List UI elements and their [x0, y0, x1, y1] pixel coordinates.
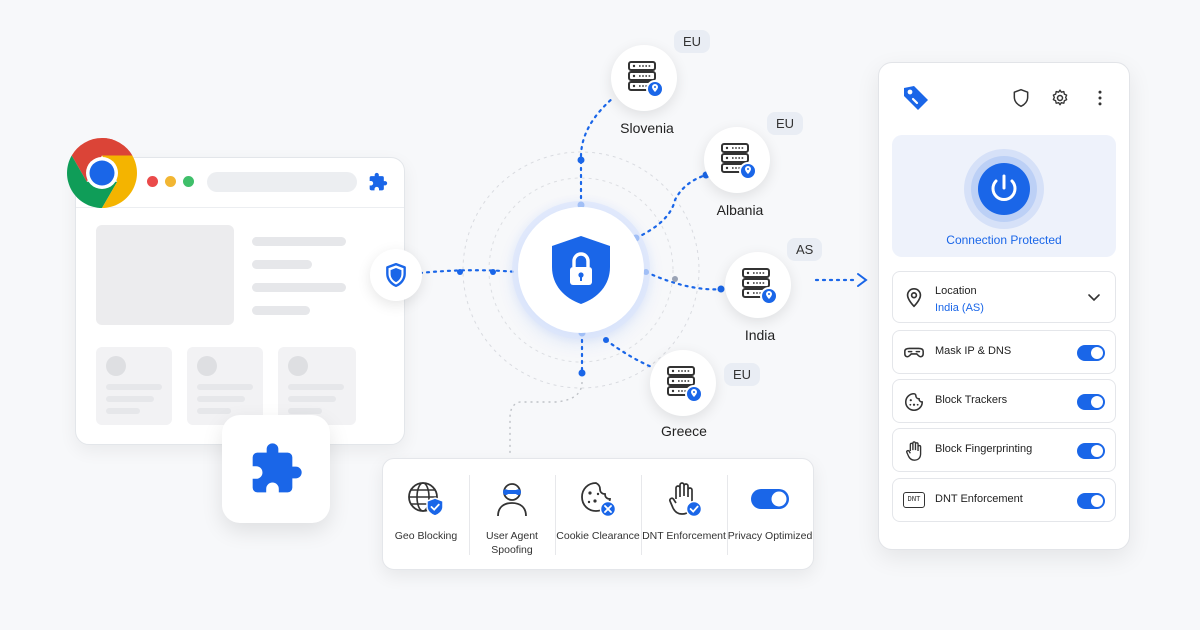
region-badge-india: AS — [787, 238, 823, 261]
feature-label: Cookie Clearance — [556, 530, 640, 542]
block-fingerprinting-toggle[interactable] — [1077, 443, 1105, 459]
toggle-row-block-trackers: Block Trackers — [892, 379, 1116, 423]
region-badge-albania: EU — [767, 112, 804, 135]
content-placeholder-line — [252, 306, 310, 315]
card-avatar — [288, 356, 308, 376]
chrome-logo-icon — [67, 138, 137, 208]
toggle-row-mask-ip: Mask IP & DNS — [892, 330, 1116, 374]
cookie-icon — [904, 392, 924, 412]
content-placeholder-line — [252, 237, 346, 246]
toggle-label: Mask IP & DNS — [935, 345, 1012, 357]
server-location-icon — [667, 366, 703, 403]
content-placeholder-line — [252, 260, 312, 269]
gear-icon[interactable] — [1050, 88, 1070, 108]
shield-icon — [386, 262, 406, 288]
block-trackers-toggle[interactable] — [1077, 394, 1105, 410]
feature-label: User Agent Spoofing — [486, 530, 538, 556]
region-badge-greece: EU — [724, 363, 761, 386]
feature-user-agent-spoofing: User Agent Spoofing — [469, 459, 555, 569]
card-line — [106, 384, 162, 390]
secure-hub — [518, 207, 644, 333]
feature-label: DNT Enforcement — [642, 530, 726, 542]
toggle-label: Block Trackers — [935, 394, 1008, 406]
feature-privacy-optimized: Privacy Optimized — [727, 459, 813, 569]
browser-shield-node — [370, 249, 422, 301]
toggle-label: Block Fingerprinting — [935, 443, 1033, 455]
server-node-slovenia[interactable] — [611, 45, 677, 111]
browser-toolbar — [76, 158, 404, 208]
feature-label: Geo Blocking — [394, 530, 458, 542]
mask-ip-toggle[interactable] — [1077, 345, 1105, 361]
server-location-icon — [721, 143, 757, 180]
toggle-icon[interactable] — [750, 479, 790, 519]
card-avatar — [106, 356, 126, 376]
card-line — [197, 408, 231, 414]
puzzle-piece-icon — [252, 443, 302, 493]
card-line — [106, 408, 140, 414]
more-vertical-icon[interactable] — [1090, 88, 1110, 108]
card-line — [106, 396, 154, 402]
card-line — [288, 408, 322, 414]
mask-icon — [904, 347, 924, 358]
server-node-india[interactable] — [725, 252, 791, 318]
hand-check-icon — [669, 482, 703, 518]
server-node-greece[interactable] — [650, 350, 716, 416]
shield-icon[interactable] — [1011, 88, 1031, 108]
server-label-slovenia: Slovenia — [620, 120, 674, 136]
server-node-albania[interactable] — [704, 127, 770, 193]
server-location-icon — [742, 268, 778, 305]
dnt-icon: DNT — [903, 492, 925, 508]
region-badge-slovenia: EU — [674, 30, 711, 53]
cookie-x-icon — [581, 482, 617, 518]
power-button[interactable] — [963, 148, 1045, 230]
extension-puzzle-icon[interactable] — [368, 172, 388, 192]
connection-status-text: Connection Protected — [946, 233, 1062, 247]
window-maximize-dot[interactable] — [183, 176, 194, 187]
shield-lock-icon — [552, 236, 610, 304]
dnt-enforcement-toggle[interactable] — [1077, 493, 1105, 509]
server-label-albania: Albania — [716, 202, 764, 218]
address-bar[interactable] — [207, 172, 357, 192]
toggle-row-block-fingerprinting: Block Fingerprinting — [892, 428, 1116, 472]
chevron-down-icon — [1088, 294, 1100, 302]
window-minimize-dot[interactable] — [165, 176, 176, 187]
card-line — [197, 384, 253, 390]
server-location-icon — [628, 61, 664, 98]
content-placeholder-line — [252, 283, 346, 292]
card-line — [288, 396, 336, 402]
feature-label: Privacy Optimized — [727, 530, 813, 542]
app-logo-tag-icon — [904, 86, 928, 110]
card-line — [197, 396, 245, 402]
location-selector[interactable]: Location India (AS) — [892, 271, 1116, 323]
server-label-greece: Greece — [661, 423, 707, 439]
hand-icon — [906, 441, 922, 461]
power-icon — [991, 179, 1017, 201]
location-label: Location — [935, 285, 977, 297]
toggle-label: DNT Enforcement — [935, 493, 1023, 505]
feature-dnt-enforcement: DNT Enforcement — [641, 459, 727, 569]
card-line — [288, 384, 344, 390]
server-label-india: India — [744, 327, 776, 343]
user-mask-icon — [497, 483, 527, 517]
card-avatar — [197, 356, 217, 376]
window-close-dot[interactable] — [147, 176, 158, 187]
globe-shield-icon — [408, 482, 444, 517]
location-pin-icon — [906, 288, 922, 308]
content-placeholder-image — [96, 225, 234, 325]
location-value: India (AS) — [935, 302, 984, 314]
toggle-row-dnt-enforcement: DNT DNT Enforcement — [892, 478, 1116, 522]
feature-geo-blocking: Geo Blocking — [383, 459, 469, 569]
features-bar: Geo Blocking User Agent Spoofing Cookie … — [382, 458, 814, 570]
feature-cookie-clearance: Cookie Clearance — [555, 459, 641, 569]
